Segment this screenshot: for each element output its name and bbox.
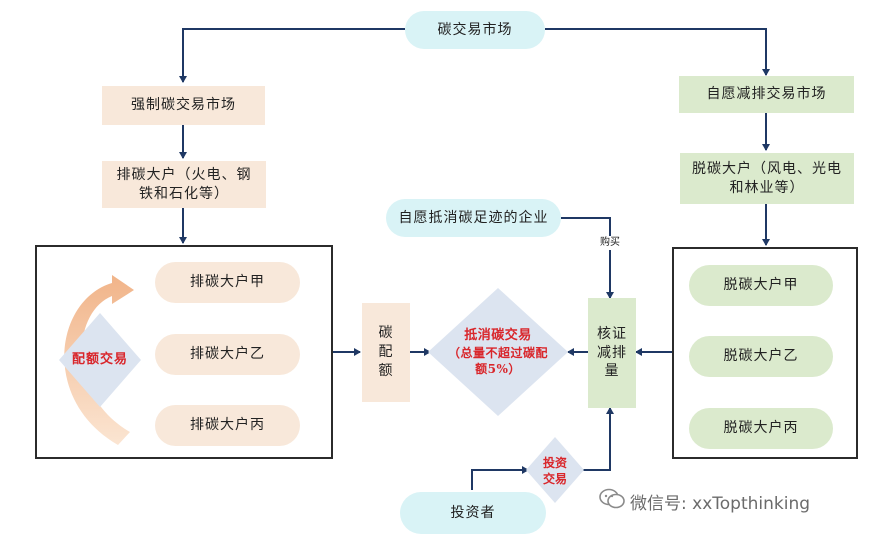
edge-investors-to-investtrade xyxy=(471,466,529,490)
edge-market-to-mandatory xyxy=(179,28,405,83)
emitter-a-node: 排碳大户甲 xyxy=(155,262,300,303)
quota-trade-curved-arrow xyxy=(64,275,134,445)
edge-investtrade-to-verified xyxy=(583,407,614,471)
carbon-quota-node: 碳配额 xyxy=(362,303,410,402)
emitters-node: 排碳大户（火电、钢铁和石化等） xyxy=(102,161,266,208)
reducer-c-node: 脱碳大户丙 xyxy=(689,408,833,449)
offset-trade-diamond xyxy=(428,288,568,416)
offset-trade-title: 抵消碳交易 xyxy=(464,328,532,344)
voluntary-firms-node: 自愿抵消碳足迹的企业 xyxy=(386,199,561,237)
edge-market-to-voluntary xyxy=(545,28,770,76)
investment-trade-diamond xyxy=(526,437,584,503)
voluntary-market-node: 自愿减排交易市场 xyxy=(679,76,854,113)
emitter-c-node: 排碳大户丙 xyxy=(155,405,300,446)
quota-trade-label: 配额交易 xyxy=(71,352,128,368)
edge-firms-to-verified xyxy=(561,217,614,299)
reducer-a-node: 脱碳大户甲 xyxy=(689,265,833,306)
watermark-text: 微信号: xxTopthinking xyxy=(630,494,811,514)
verified-reduction-node: 核证减排量 xyxy=(588,298,636,408)
reducers-group-frame xyxy=(672,247,858,459)
investment-trade-label: 投资交易 xyxy=(542,455,567,486)
reducers-node: 脱碳大户（风电、光电和林业等） xyxy=(680,153,854,204)
offset-trade-limit: （总量不超过碳配额5%） xyxy=(447,345,548,376)
emitter-b-node: 排碳大户乙 xyxy=(155,334,300,375)
reducer-b-node: 脱碳大户乙 xyxy=(689,336,833,377)
quota-trade-diamond xyxy=(59,313,141,407)
purchase-label: 购买 xyxy=(594,236,626,250)
investors-node: 投资者 xyxy=(400,492,546,534)
emitters-group-frame xyxy=(35,245,333,459)
wechat-icon xyxy=(599,488,625,510)
mandatory-market-node: 强制碳交易市场 xyxy=(102,86,265,125)
carbon-market-node: 碳交易市场 xyxy=(405,11,545,49)
offset-trade-label: 抵消碳交易 （总量不超过碳配额5%） xyxy=(442,322,554,382)
